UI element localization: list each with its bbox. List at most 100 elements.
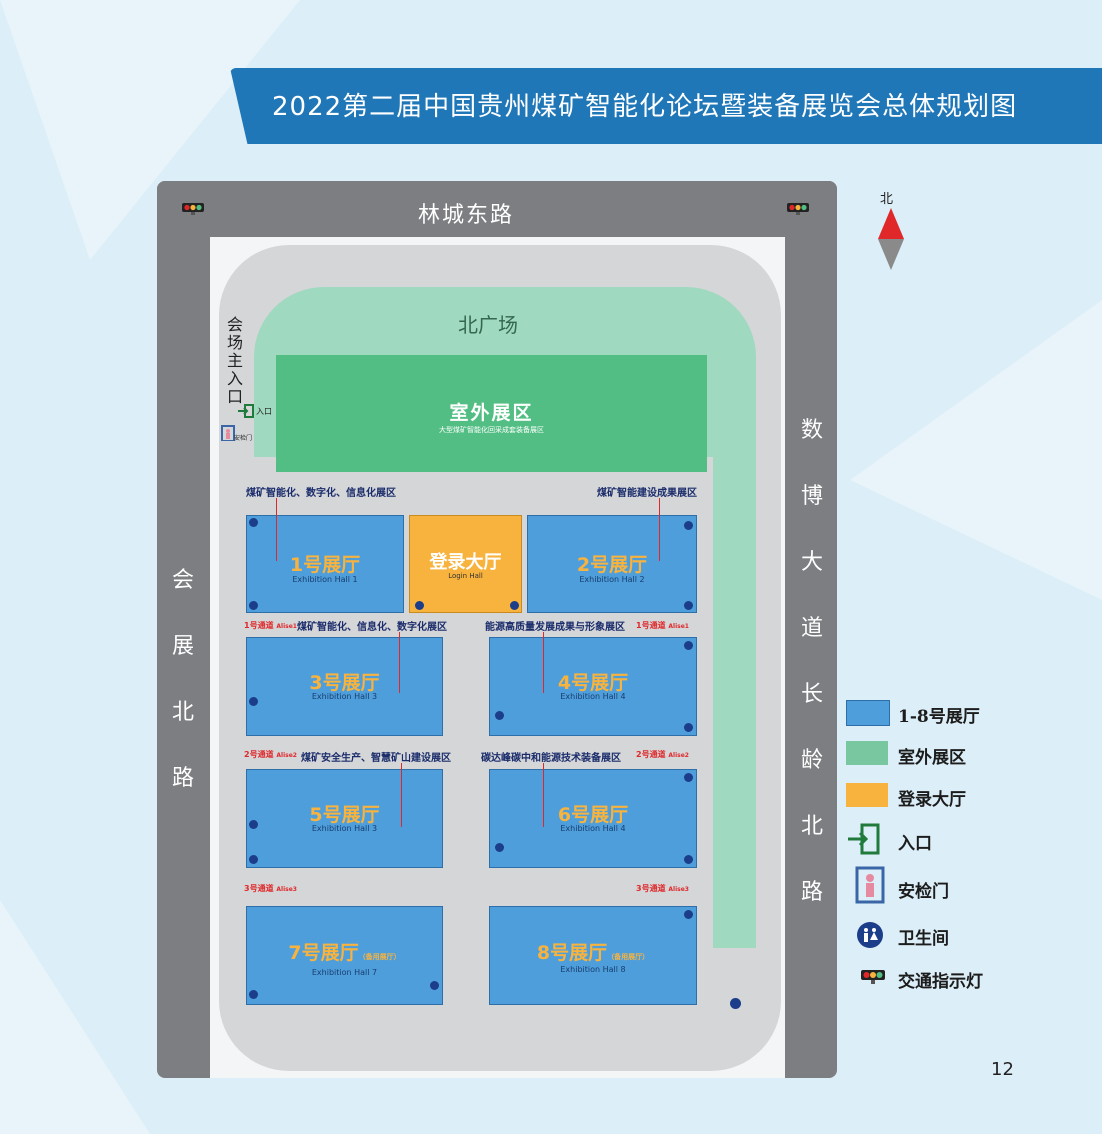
hall-6: 6号展厅 Exhibition Hall 4 xyxy=(489,769,697,868)
security-gate-icon xyxy=(855,866,885,904)
channel-label: 2号通道 Alise2 xyxy=(244,750,297,759)
outdoor-subtitle: 大型煤矿智能化回采成套装备展区 xyxy=(439,426,544,434)
entrance-icon xyxy=(848,823,880,855)
hall-3: 3号展厅 Exhibition Hall 3 xyxy=(246,637,443,736)
pointer-arrow xyxy=(276,498,277,561)
security-gate-icon xyxy=(221,425,235,441)
road-west-label: 会展北路 xyxy=(171,568,194,791)
restroom-icon xyxy=(857,922,883,948)
legend-swatch-outdoor xyxy=(846,741,888,765)
legend-label: 交通指示灯 xyxy=(898,972,983,992)
restroom-icon xyxy=(684,601,693,610)
restroom-icon xyxy=(684,641,693,650)
road-west xyxy=(157,181,210,1078)
hall-title: 5号展厅 xyxy=(309,804,380,826)
road-east-label: 数博大道长龄北路 xyxy=(800,418,823,905)
hall-title: 2号展厅 xyxy=(576,554,648,576)
restroom-icon xyxy=(684,855,693,864)
legend-label: 安检门 xyxy=(898,882,949,902)
restroom-icon xyxy=(249,855,258,864)
hall-1: 1号展厅 Exhibition Hall 1 xyxy=(246,515,404,613)
hall-subtitle: Exhibition Hall 4 xyxy=(560,824,626,833)
east-green-strip xyxy=(713,400,756,948)
hall-title: 3号展厅 xyxy=(309,672,380,694)
login-hall-title: 登录大厅 xyxy=(429,552,502,573)
restroom-icon xyxy=(684,910,693,919)
pointer-arrow xyxy=(543,632,544,693)
road-north-label: 林城东路 xyxy=(418,203,515,228)
login-hall-subtitle: Login Hall xyxy=(448,572,483,580)
legend-label: 1-8号展厅 xyxy=(898,707,980,727)
hall-subtitle: Exhibition Hall 4 xyxy=(560,692,626,701)
legend-label: 室外展区 xyxy=(898,748,966,768)
restroom-icon xyxy=(249,518,258,527)
legend-swatch-login xyxy=(846,783,888,807)
page-number: 12 xyxy=(991,1059,1014,1080)
compass-icon xyxy=(878,208,904,270)
road-east xyxy=(785,181,837,1078)
category-label: 煤矿智能建设成果展区 xyxy=(597,488,697,499)
category-label: 煤矿智能化、信息化、数字化展区 xyxy=(297,622,447,633)
outdoor-exhibition-area: 室外展区 大型煤矿智能化回采成套装备展区 xyxy=(276,355,707,472)
entrance-label: 入口 xyxy=(256,407,272,416)
category-label: 煤矿智能化、数字化、信息化展区 xyxy=(246,488,396,499)
traffic-light-icon xyxy=(182,203,204,215)
restroom-icon xyxy=(730,998,741,1009)
channel-label: 1号通道 Alise1 xyxy=(244,621,297,630)
hall-subtitle: Exhibition Hall 7 xyxy=(311,968,378,977)
restroom-icon xyxy=(430,981,439,990)
login-hall: 登录大厅 Login Hall xyxy=(409,515,522,613)
restroom-icon xyxy=(249,990,258,999)
hall-subtitle: Exhibition Hall 3 xyxy=(311,692,378,701)
restroom-icon xyxy=(510,601,519,610)
traffic-light-icon xyxy=(861,970,885,984)
background-shard xyxy=(850,300,1102,600)
hall-8: 8号展厅（备用展厅） Exhibition Hall 8 xyxy=(489,906,697,1005)
hall-title: 1号展厅 xyxy=(289,554,361,576)
compass-label: 北 xyxy=(880,192,894,207)
restroom-icon xyxy=(249,697,258,706)
page-title: 2022第二届中国贵州煤矿智能化论坛暨装备展览会总体规划图 xyxy=(272,92,1018,122)
channel-label: 2号通道 Alise2 xyxy=(636,750,689,759)
channel-label: 3号通道 Alise3 xyxy=(636,884,689,893)
hall-title: 4号展厅 xyxy=(557,672,629,694)
hall-7: 7号展厅（备用展厅） Exhibition Hall 7 xyxy=(246,906,443,1005)
hall-subtitle: Exhibition Hall 8 xyxy=(560,965,626,974)
north-square-label: 北广场 xyxy=(458,313,518,337)
category-label: 煤矿安全生产、智慧矿山建设展区 xyxy=(301,753,451,764)
legend-label: 卫生间 xyxy=(898,929,949,949)
road-north xyxy=(157,181,837,237)
hall-title: 7号展厅（备用展厅） xyxy=(288,942,401,964)
background-shard xyxy=(0,900,150,1134)
pointer-arrow xyxy=(399,632,400,693)
hall-subtitle: Exhibition Hall 1 xyxy=(292,575,358,584)
hall-title: 6号展厅 xyxy=(557,804,629,826)
restroom-icon xyxy=(495,711,504,720)
category-label: 碳达峰碳中和能源技术装备展区 xyxy=(481,753,621,764)
restroom-icon xyxy=(415,601,424,610)
category-label: 能源高质量发展成果与形象展区 xyxy=(485,622,625,633)
hall-4: 4号展厅 Exhibition Hall 4 xyxy=(489,637,697,736)
title-banner xyxy=(230,68,1102,144)
traffic-light-icon xyxy=(787,203,809,215)
hall-subtitle: Exhibition Hall 2 xyxy=(579,575,645,584)
legend-label: 入口 xyxy=(898,834,932,854)
restroom-icon xyxy=(249,601,258,610)
legend-swatch-halls xyxy=(846,700,890,726)
restroom-icon xyxy=(684,521,693,530)
channel-label: 3号通道 Alise3 xyxy=(244,884,297,893)
restroom-icon xyxy=(495,843,504,852)
channel-label: 1号通道 Alise1 xyxy=(636,621,689,630)
restroom-icon xyxy=(249,820,258,829)
hall-title: 8号展厅（备用展厅） xyxy=(536,942,650,964)
restroom-icon xyxy=(684,723,693,732)
hall-2: 2号展厅 Exhibition Hall 2 xyxy=(527,515,697,613)
restroom-icon xyxy=(684,773,693,782)
security-label: 安检门 xyxy=(234,435,253,442)
entrance-icon xyxy=(238,404,254,418)
hall-5: 5号展厅 Exhibition Hall 3 xyxy=(246,769,443,868)
pointer-arrow xyxy=(543,763,544,827)
legend-label: 登录大厅 xyxy=(898,790,966,810)
hall-subtitle: Exhibition Hall 3 xyxy=(311,824,378,833)
main-entrance-label: 会场主入口 xyxy=(226,315,243,406)
